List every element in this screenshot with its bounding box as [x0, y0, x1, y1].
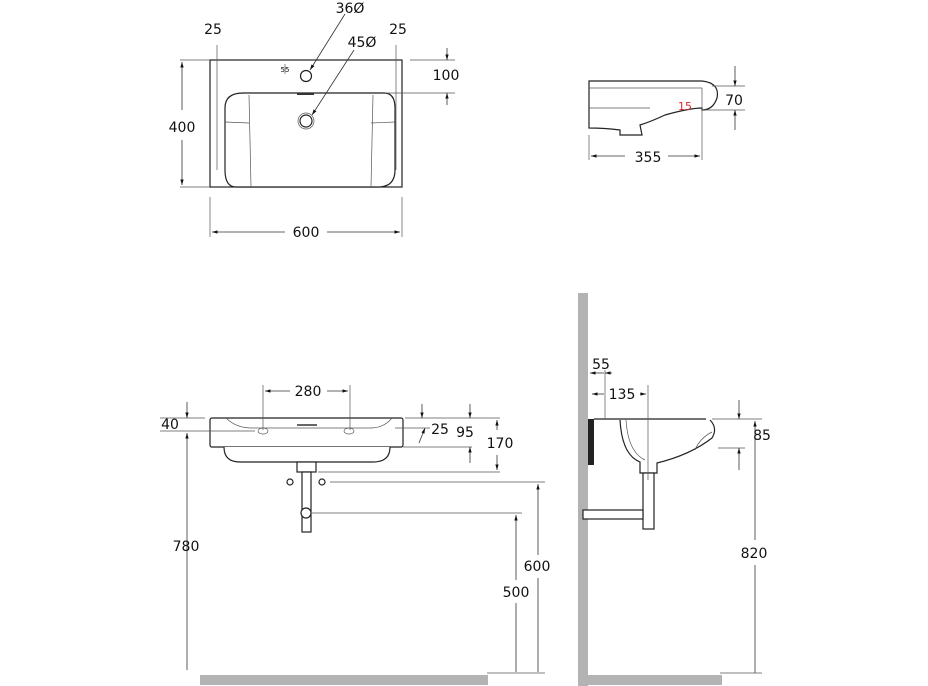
front-view: 280 40 25 95 170 780 600 500	[160, 384, 550, 685]
dim-tap-offset: 100	[433, 68, 460, 84]
tap-hole	[299, 69, 313, 83]
down-icon	[318, 478, 326, 486]
dim-depth: 400	[169, 120, 196, 136]
dim-side-depth: 355	[635, 150, 662, 166]
dim-waste-height: 500	[503, 585, 530, 601]
waste-hole	[299, 114, 313, 128]
floor-side	[578, 675, 722, 685]
dim-tap-depth: 25	[431, 422, 449, 438]
dim-basin-height: 95	[456, 425, 474, 441]
side-view-installed: 55 135 85 820	[578, 293, 771, 686]
dim-waste-hole: 45Ø	[348, 35, 377, 51]
up-icon	[286, 478, 294, 486]
dim-tap-spacing: 280	[295, 384, 322, 400]
top-view: 25 36Ø 25 45Ø 55 100 400 600	[169, 1, 460, 241]
dim-rim: 40	[161, 417, 179, 433]
dim-side-mount-height: 820	[741, 546, 768, 562]
dim-mount-height: 780	[173, 539, 200, 555]
dim-width: 600	[293, 225, 320, 241]
floor	[200, 675, 488, 685]
dim-overflow-offset: 55	[281, 66, 290, 74]
dim-waste-offset: 135	[609, 387, 636, 403]
dim-front-height: 85	[753, 428, 771, 444]
wall	[578, 293, 588, 686]
dim-trap-height: 600	[524, 559, 551, 575]
dim-tap-hole: 36Ø	[336, 1, 365, 17]
side-view-small: 355 70 15	[588, 66, 745, 166]
dim-bracket: 55	[592, 357, 610, 373]
dim-angle: 15	[678, 100, 692, 113]
dim-rim-height: 70	[725, 93, 743, 109]
dim-left-margin: 25	[204, 22, 222, 38]
dim-right-margin: 25	[389, 22, 407, 38]
dim-total-height: 170	[487, 436, 514, 452]
